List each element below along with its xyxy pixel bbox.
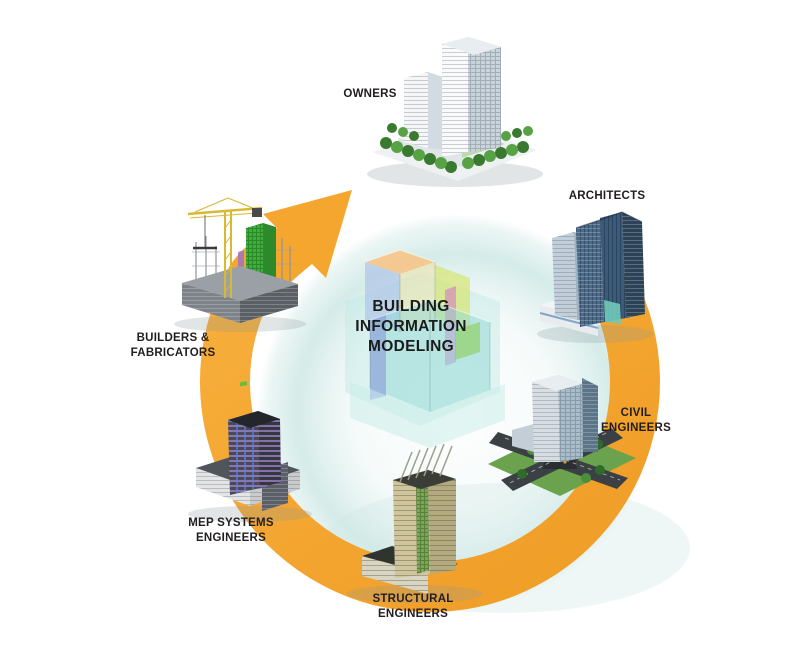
label-owners: OWNERS — [300, 87, 440, 102]
center-title-line1: BUILDING — [372, 298, 450, 315]
label-civil-engineers: CIVIL ENGINEERS — [576, 406, 696, 435]
center-title-line3: MODELING — [368, 338, 454, 355]
label-structural-engineers-line2: ENGINEERS — [378, 607, 448, 620]
label-owners-line1: OWNERS — [343, 88, 397, 100]
label-structural-engineers-line1: STRUCTURAL — [372, 593, 454, 605]
center-title-line2: INFORMATION — [355, 318, 467, 335]
center-bim-model-illustration — [345, 249, 505, 448]
label-civil-engineers-line2: ENGINEERS — [601, 421, 671, 434]
label-builders-fabricators: BUILDERS & FABRICATORS — [103, 331, 243, 360]
label-civil-engineers-line1: CIVIL — [620, 407, 652, 419]
builders-fabricators-illustration — [174, 197, 306, 332]
civil-engineers-illustration — [488, 375, 636, 496]
label-builders-fabricators-line1: BUILDERS & — [136, 332, 210, 344]
label-structural-engineers: STRUCTURAL ENGINEERS — [343, 592, 483, 621]
label-architects: ARCHITECTS — [537, 189, 677, 204]
mep-systems-engineers-illustration — [188, 381, 312, 522]
label-mep-systems-engineers-line2: ENGINEERS — [196, 531, 266, 544]
architects-building-illustration — [537, 211, 653, 343]
label-builders-fabricators-line2: FABRICATORS — [130, 346, 216, 359]
center-title: BUILDING INFORMATION MODELING — [321, 297, 501, 357]
structural-engineers-illustration — [347, 443, 483, 603]
owners-building-illustration — [367, 37, 543, 187]
label-mep-systems-engineers: MEP SYSTEMS ENGINEERS — [161, 516, 301, 545]
label-mep-systems-engineers-line1: MEP SYSTEMS — [188, 517, 274, 529]
label-architects-line1: ARCHITECTS — [568, 190, 646, 202]
